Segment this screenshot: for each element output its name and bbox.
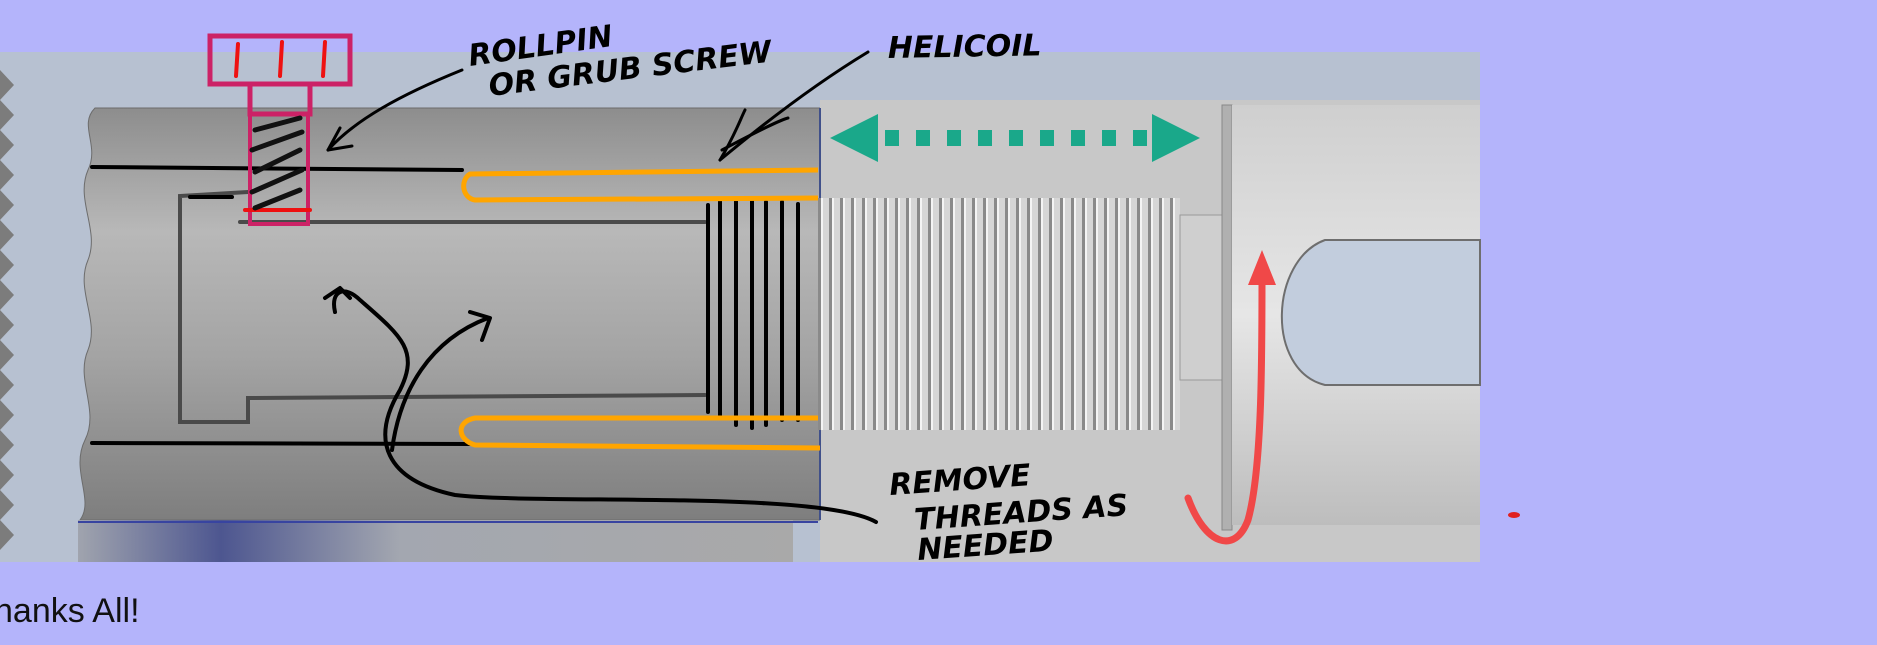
knurled-edge — [0, 70, 14, 550]
red-dot — [1508, 512, 1520, 518]
label-helicoil: HELICOIL — [888, 28, 1042, 66]
base-strip — [78, 520, 793, 562]
teal-double-arrow — [830, 114, 1200, 162]
leader-lines — [326, 50, 870, 162]
threaded-shaft — [818, 198, 1180, 430]
shaft-slot — [1280, 239, 1481, 386]
footer-text: hanks All! — [0, 592, 140, 630]
collar-disc — [1221, 104, 1233, 531]
bore-sketch — [90, 165, 707, 446]
red-rotation-arrow — [1184, 250, 1276, 545]
helicoil-outline — [458, 167, 821, 451]
removal-arrow — [323, 286, 878, 524]
grub-screw — [207, 33, 353, 226]
helicoil-coils — [706, 198, 800, 430]
